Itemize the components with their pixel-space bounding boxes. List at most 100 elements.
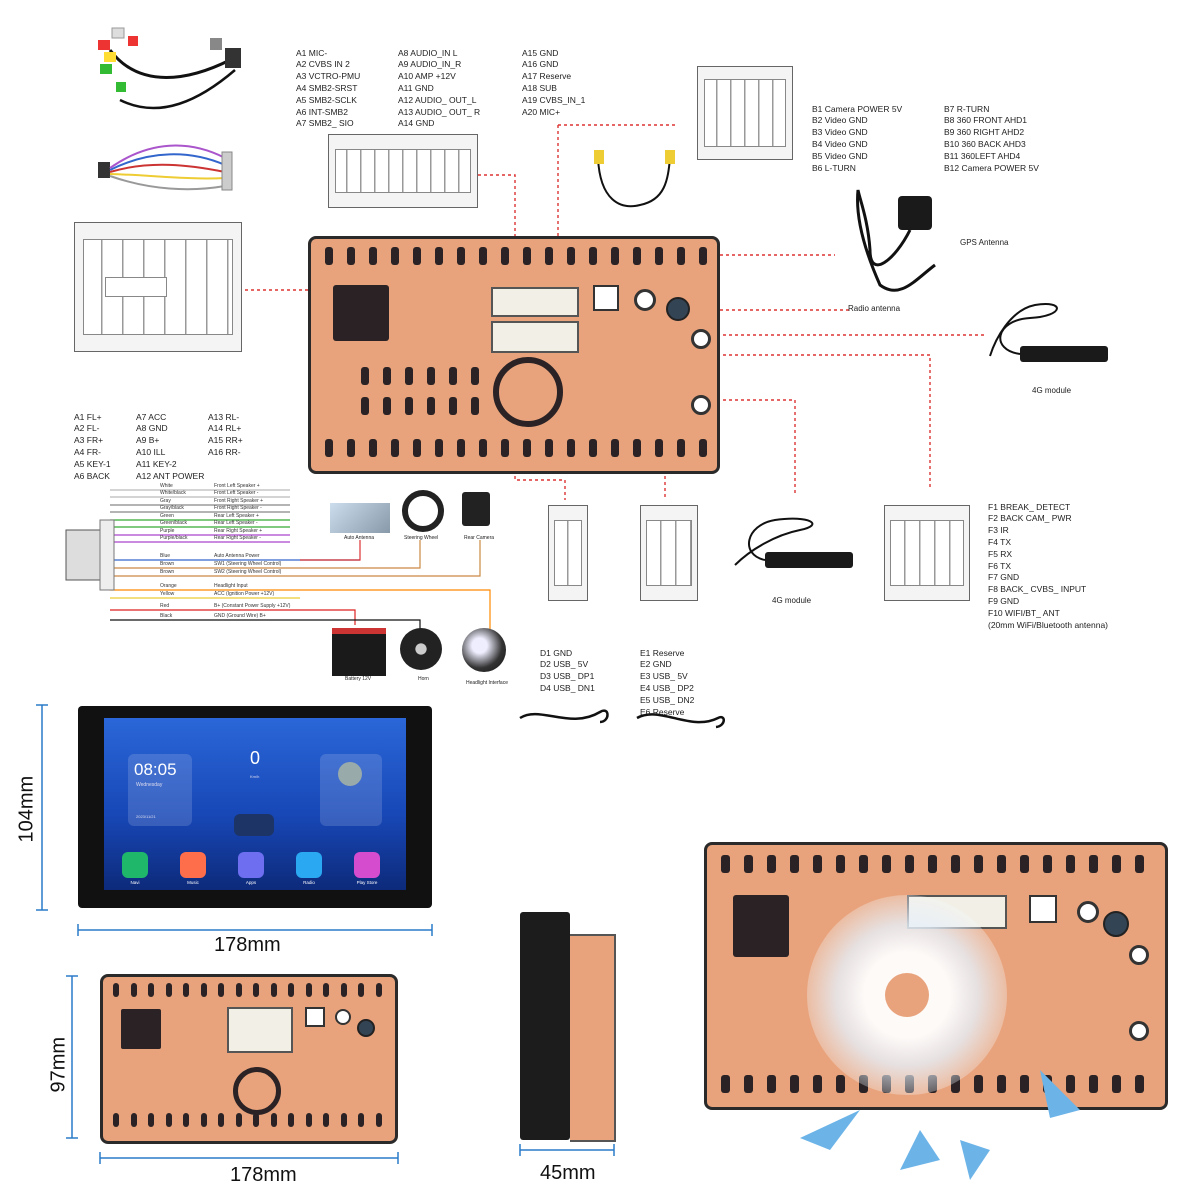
gps-antenna-label: GPS Antenna: [960, 238, 1009, 247]
app-icon-apps[interactable]: Apps: [238, 852, 264, 885]
back-width-label: 178mm: [230, 1164, 297, 1186]
rca-harness-icon: [98, 27, 241, 110]
wire-function-label: Front Left Speaker +: [214, 483, 260, 489]
vent-slot: [523, 439, 531, 457]
clock-widget[interactable]: 08:05 Wednesday 2023/11/21: [128, 754, 192, 826]
vent-slot: [323, 1113, 329, 1127]
vent-slot: [567, 247, 575, 265]
power-connector-diagram: [74, 222, 242, 352]
clock-time: 08:05: [134, 760, 177, 779]
head-unit-back-large: [704, 842, 1168, 1110]
wire-color-label: Black: [160, 613, 173, 619]
vent-slot: [457, 247, 465, 265]
iso-harness-icon: [98, 144, 233, 191]
fan-hub-icon: [885, 973, 929, 1017]
vent-slot: [790, 1075, 799, 1093]
vent-slot: [905, 855, 914, 873]
connector-e-diagram: [640, 505, 698, 601]
vent-slot: [790, 855, 799, 873]
vent-slot: [391, 247, 399, 265]
app-icon-play-store[interactable]: Play Store: [354, 852, 380, 885]
vent-slot: [253, 1113, 259, 1127]
front-width-label: 178mm: [214, 934, 281, 956]
app-icon-navi[interactable]: Navi: [122, 852, 148, 885]
speed-value: 0: [250, 748, 261, 768]
speed-widget: 0 Km/h: [224, 748, 288, 788]
vent-slot: [413, 247, 421, 265]
vent-slot: [427, 397, 435, 415]
wire-color-label: Orange: [160, 583, 177, 589]
vent-slot: [288, 1113, 294, 1127]
4g-module-mid-label: 4G module: [772, 596, 812, 605]
battery-label: Battery 12V: [345, 676, 372, 682]
app-label: Music: [187, 880, 199, 885]
vent-slot: [413, 439, 421, 457]
wire-color-label: Brown: [160, 561, 175, 567]
vent-slot: [744, 855, 753, 873]
vent-slot: [383, 367, 391, 385]
vent-slot: [677, 247, 685, 265]
vent-slot: [951, 1075, 960, 1093]
vent-slot: [235, 983, 242, 997]
vent-slot: [1066, 855, 1075, 873]
car-icon: [234, 814, 274, 836]
main-plug-socket: [333, 285, 389, 341]
antenna-port-3: [691, 329, 711, 349]
vent-slot: [435, 439, 443, 457]
vent-slot: [130, 983, 137, 997]
album-art-icon: [338, 762, 362, 786]
clock-date: 2023/11/21: [136, 814, 156, 819]
vent-slot: [358, 983, 364, 997]
vent-slot: [165, 1113, 172, 1127]
vent-slot: [997, 855, 1006, 873]
vent-slot: [1112, 1075, 1121, 1093]
steering-wheel-icon: [402, 490, 444, 532]
4g-module-right-label: 4G module: [1032, 386, 1072, 395]
vent-slot: [270, 1113, 277, 1127]
vent-slot: [633, 247, 641, 265]
connector-d-diagram: [548, 505, 588, 601]
vent-slot: [457, 439, 465, 457]
wire-color-label: Purple: [160, 528, 175, 534]
app-icon-radio[interactable]: Radio: [296, 852, 322, 885]
vent-slot: [655, 247, 663, 265]
vent-slot: [449, 367, 457, 385]
wire-color-label: Green: [160, 513, 174, 519]
status-bar: [108, 720, 402, 728]
back-height-label: 97mm: [47, 1036, 70, 1093]
music-widget[interactable]: [320, 754, 382, 826]
headlight-label: Headlight Interface: [466, 680, 508, 686]
vent-slot: [113, 1113, 119, 1127]
wire-color-label: White: [160, 483, 173, 489]
head-unit-back-small: [100, 974, 398, 1144]
vent-slot: [305, 983, 312, 997]
vent-slot: [347, 247, 355, 265]
cooling-fan-icon: [493, 357, 563, 427]
connector-f-diagram: [884, 505, 970, 601]
antenna-port-1: [634, 289, 656, 311]
radio-antenna-label: Radio antenna: [848, 304, 901, 313]
vent-slot: [1089, 1075, 1098, 1093]
vent-slot: [589, 439, 597, 457]
headlight-icon: [462, 628, 506, 672]
rear-camera-label: Rear Camera: [464, 535, 495, 541]
vent-slot: [340, 983, 347, 997]
wire-function-label: Rear Right Speaker +: [214, 528, 263, 534]
wire-color-label: Purple/black: [160, 535, 188, 541]
vent-slot: [405, 367, 413, 385]
vent-slot: [589, 247, 597, 265]
app-icon-music[interactable]: Music: [180, 852, 206, 885]
vent-slot: [974, 855, 983, 873]
wire-function-label: SW2 (Steering Wheel Control): [214, 569, 282, 575]
vent-slot: [1043, 1075, 1052, 1093]
head-unit-back-main: [308, 236, 720, 474]
vent-slot: [200, 983, 207, 997]
vent-slot: [721, 1075, 730, 1093]
